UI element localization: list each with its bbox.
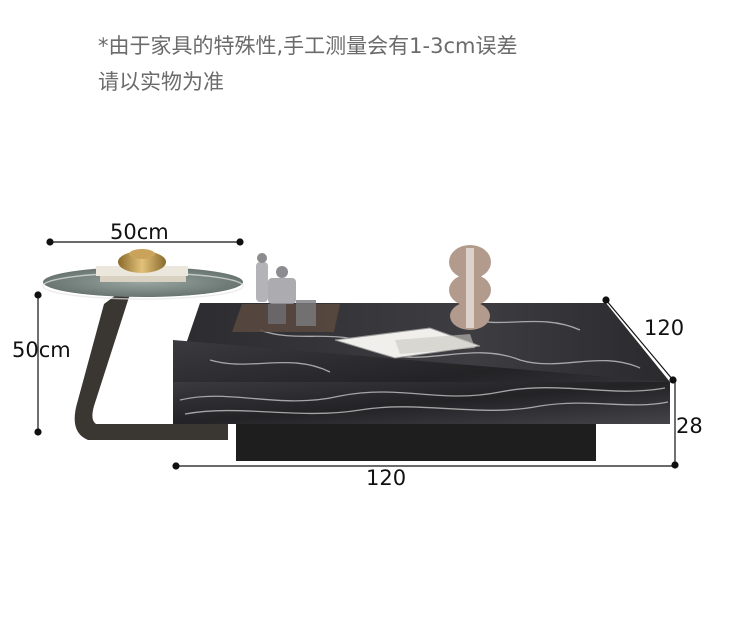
coffee-table-base	[236, 424, 596, 461]
gold-bowl	[118, 251, 166, 273]
coffee-table-length-label: 120	[366, 466, 407, 490]
coffee-table-depth-label: 120	[644, 316, 685, 340]
coffee-table-height-label: 28	[676, 414, 703, 438]
side-table-width-label: 50cm	[110, 220, 169, 244]
measurement-disclaimer-line2: 请以实物为准	[98, 70, 224, 94]
dimension-lines	[34, 238, 679, 470]
glass-decanters	[256, 253, 316, 326]
side-table-frame	[74, 292, 229, 440]
measurement-disclaimer-line1: *由于家具的特殊性,手工测量会有1-3cm误差	[98, 34, 518, 58]
side-table-height-label: 50cm	[12, 338, 71, 362]
